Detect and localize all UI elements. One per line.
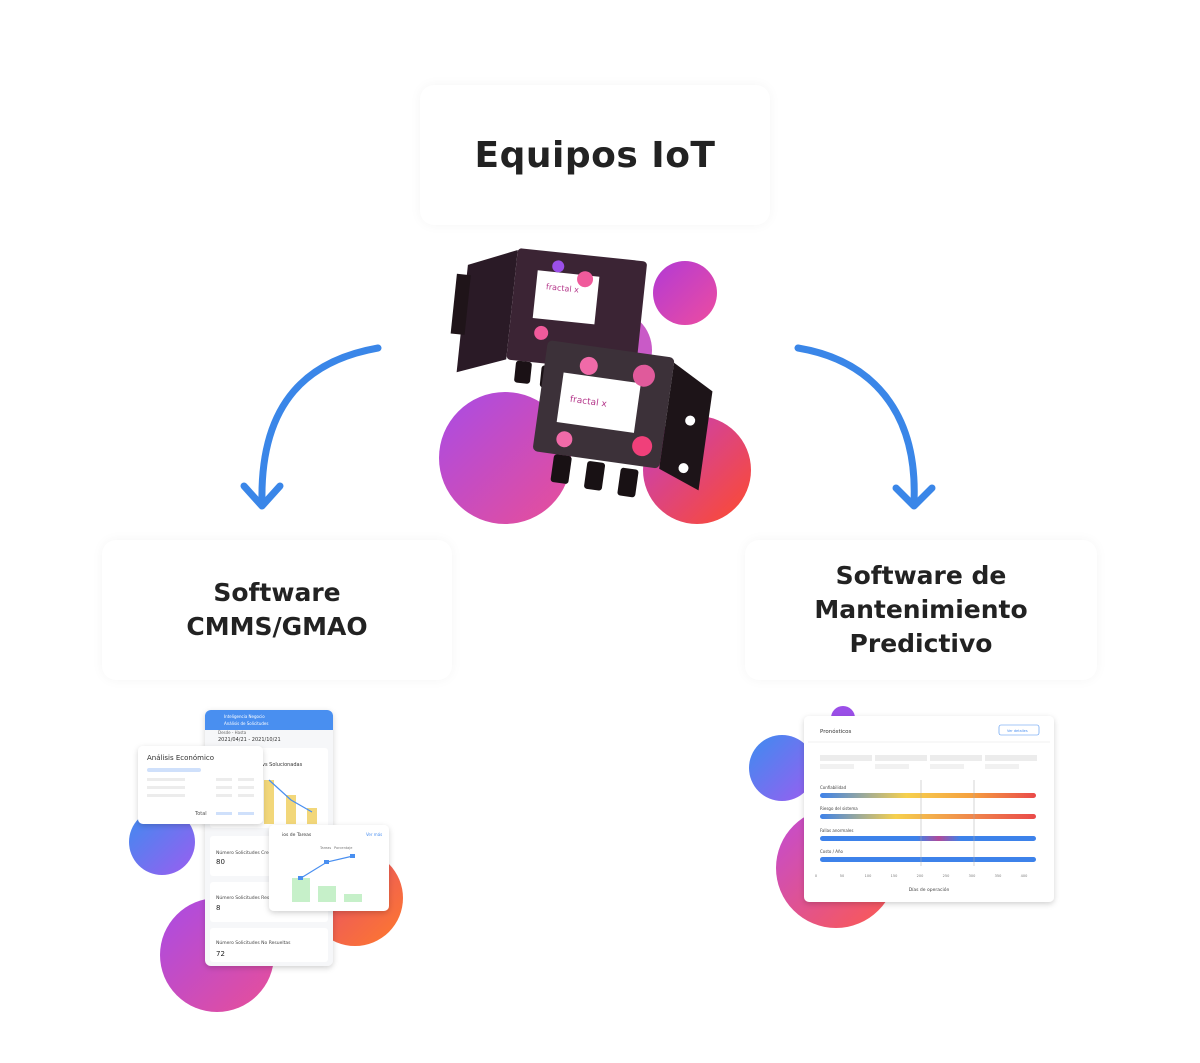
cmms-panel-title: Análisis Económico [147,754,214,762]
cmms-panel-total: Total [194,811,207,817]
node-predictive-software: Software de Mantenimiento Predictivo [745,540,1097,680]
predictive-x-tick: 400 [1021,874,1028,878]
iot-device-illustration: fractal x fractal x [439,248,751,524]
cmms-screenshot-illustration: Inteligencia Negocio Análisis de Solicit… [129,710,403,1012]
predictive-x-tick: 200 [917,874,924,878]
cmms-chart2-legend-a: Tareas [319,846,331,850]
cmms-stat2-label: Número Solicitudes Res [216,894,270,901]
predictive-x-tick: 300 [969,874,976,878]
predictive-x-axis: 0 50 100 150 200 250 300 350 400 [815,874,1027,878]
node-cmms-software: Software CMMS/GMAO [102,540,452,680]
predictive-x-tick: 50 [840,874,844,878]
predictive-app-window: Pronósticos Ver detalles Confiabilidad R… [804,716,1054,902]
predictive-row-label: Riesgo del sistema [820,806,858,811]
predictive-x-tick: 100 [865,874,872,878]
cmms-tasks-panel: ios de Tareas Ver más Tareas Porcentaje [269,825,389,911]
cmms-chart2-title: ios de Tareas [282,832,312,838]
node-predictive-line3: Predictivo [849,629,993,658]
cmms-header-line2: Análisis de Solicitudes [224,721,268,726]
bubble [653,261,717,325]
node-cmms-line2: CMMS/GMAO [186,612,368,641]
bubble [129,809,195,875]
cmms-stat2-value: 8 [216,904,220,912]
predictive-x-tick: 0 [815,874,817,878]
predictive-x-tick: 150 [891,874,898,878]
predictive-x-tick: 250 [943,874,950,878]
arrow-to-cmms [240,344,382,510]
cmms-chart2-legend-b: Porcentaje [334,846,352,850]
predictive-title: Pronósticos [820,728,852,735]
arrow-to-predictive [794,344,936,510]
node-iot-title: Equipos IoT [474,134,716,176]
cmms-date-label: Desde - Hasta [218,730,247,735]
iot-device-back: fractal x [450,248,647,389]
cmms-header-line1: Inteligencia Negocio [224,714,265,719]
predictive-screenshot-illustration: Pronósticos Ver detalles Confiabilidad R… [749,706,1054,928]
cmms-economic-panel: Análisis Económico Total [138,746,263,824]
predictive-x-tick: 350 [995,874,1002,878]
predictive-row-label: Confiabilidad [820,785,847,790]
node-cmms-line1: Software [213,578,341,607]
cmms-date-range: 2021/04/21 - 2021/10/21 [218,737,281,743]
cmms-chart-title: vs Solucionadas [262,762,303,768]
predictive-button: Ver detalles [1007,729,1028,733]
predictive-row-label: Costo / Año [820,849,844,854]
node-predictive-line2: Mantenimiento [814,595,1028,624]
bubble [749,735,815,801]
cmms-stat1-label: Número Solicitudes Cre [216,849,269,856]
predictive-row-label: Fallas anormales [820,828,853,833]
device-brand-back: fractal x [546,282,580,294]
node-iot-equipment: Equipos IoT [420,85,770,225]
iot-device-front: fractal x [533,340,713,498]
cmms-stat1-value: 80 [216,858,225,866]
node-predictive-line1: Software de [835,561,1007,590]
cmms-chart2-link: Ver más [366,832,382,837]
predictive-x-label: Días de operación [909,886,950,893]
cmms-stat3-label: Número Solicitudes No Resueltas [216,939,291,946]
cmms-stat3-value: 72 [216,950,225,958]
